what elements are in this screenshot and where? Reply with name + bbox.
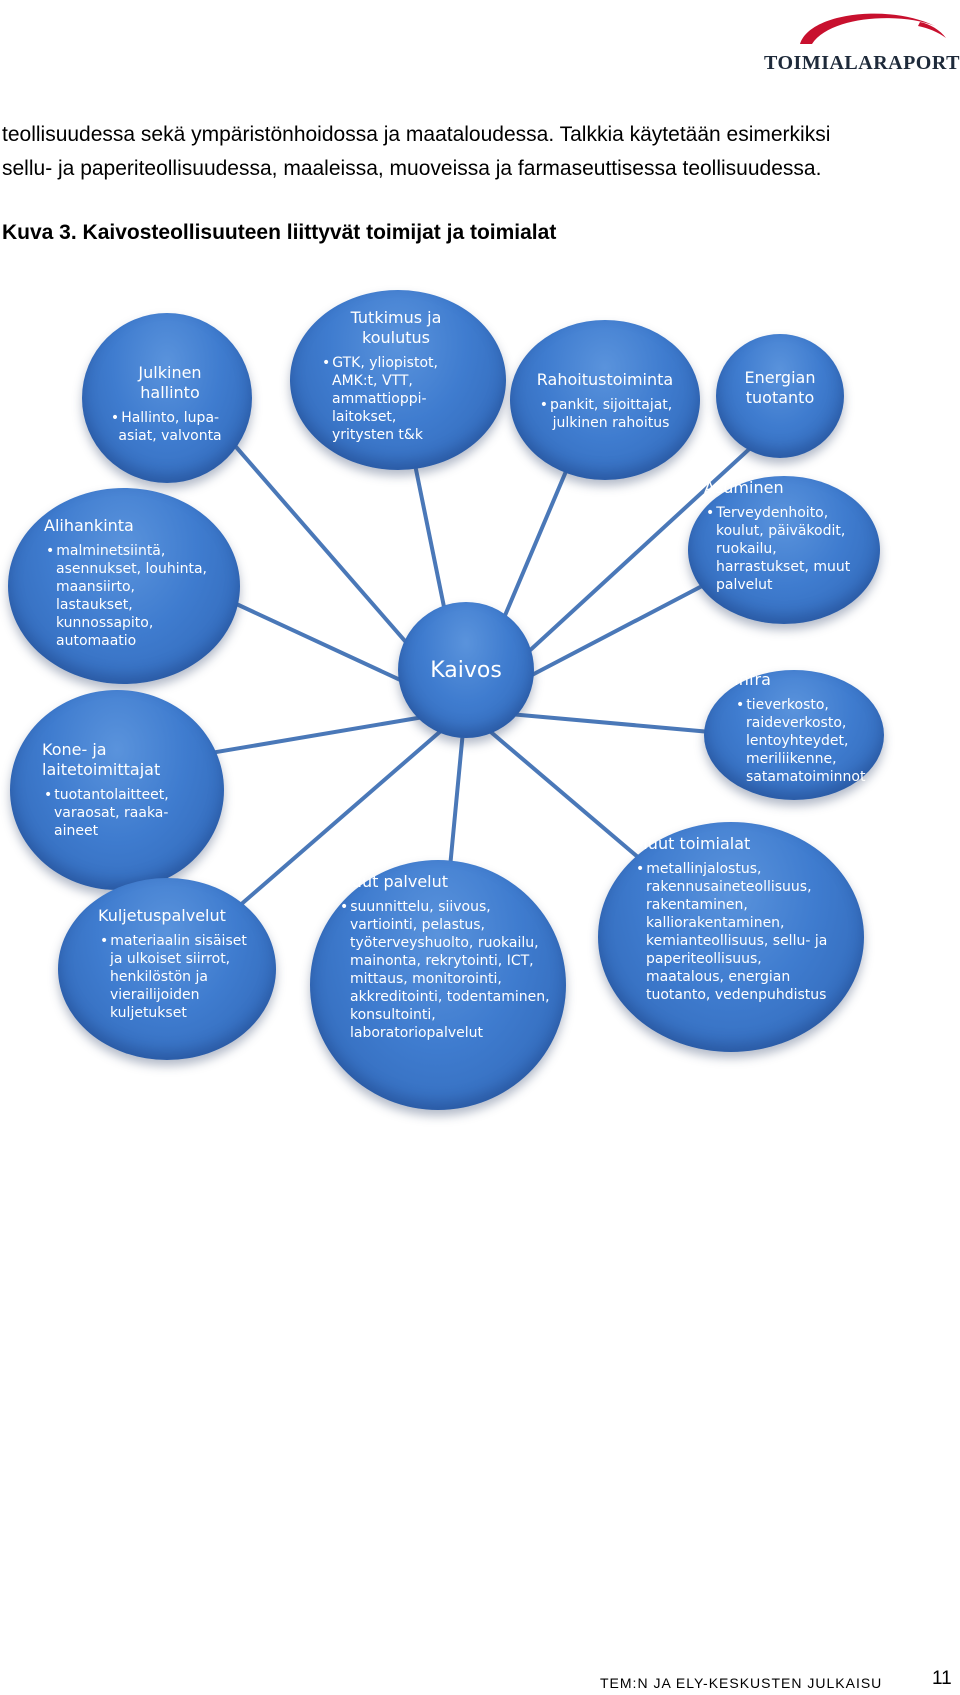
node-asuminen: Asuminen Terveydenhoito, koulut, päiväko…: [688, 476, 880, 624]
node-kone-laitetoimittajat: Kone- ja laitetoimittajat tuotantolaitte…: [10, 690, 224, 890]
node-rahoitustoiminta: Rahoitustoiminta pankit, sijoittajat, ju…: [510, 320, 700, 480]
center-node-kaivos: Kaivos: [398, 602, 534, 738]
toimialaraportit-logo: TOIMIALARAPORTIT: [760, 4, 960, 74]
node-heading: Energian tuotanto: [744, 368, 816, 407]
node-muut-palvelut: Muut palvelut suunnittelu, siivous, vart…: [310, 860, 566, 1110]
body-paragraph: teollisuudessa sekä ympäristönhoidossa j…: [2, 118, 942, 186]
node-heading: Muut toimialat: [634, 834, 751, 853]
mining-actors-diagram: Kaivos Julkinen hallinto Hallinto, lupa-…: [0, 290, 960, 1170]
node-heading: Asuminen: [704, 478, 784, 497]
node-kuljetuspalvelut: Kuljetuspalvelut materiaalin sisäiset ja…: [58, 878, 276, 1060]
paragraph-line: sellu- ja paperiteollisuudessa, maaleiss…: [2, 157, 822, 180]
node-heading: Julkinen hallinto: [138, 363, 202, 402]
node-item: pankit, sijoittajat, julkinen rahoitus: [534, 396, 676, 432]
node-energian-tuotanto: Energian tuotanto: [716, 334, 844, 458]
node-heading: Infra: [734, 670, 771, 689]
node-item: Hallinto, lupa-asiat, valvonta: [110, 409, 230, 445]
node-item: materiaalin sisäiset ja ulkoiset siirrot…: [98, 932, 260, 1022]
footer-publication: TEM:N JA ELY-KESKUSTEN JULKAISU: [600, 1675, 883, 1691]
node-heading: Kone- ja laitetoimittajat: [42, 740, 161, 779]
node-infra: Infra tieverkosto, raideverkosto, lentoy…: [704, 670, 884, 800]
node-item: suunnittelu, siivous, vartiointi, pelast…: [338, 898, 560, 1042]
node-item: tuotantolaitteet, varaosat, raaka-aineet: [42, 786, 184, 840]
paragraph-line: teollisuudessa sekä ympäristönhoidossa j…: [2, 123, 831, 146]
center-label: Kaivos: [430, 657, 502, 683]
node-heading: Kuljetuspalvelut: [98, 906, 226, 925]
node-item: metallinjalostus, rakennusaineteollisuus…: [634, 860, 842, 1004]
logo-text: TOIMIALARAPORTIT: [764, 52, 960, 74]
node-item: Terveydenhoito, koulut, päiväkodit, ruok…: [704, 504, 866, 594]
node-heading: Muut palvelut: [338, 872, 449, 891]
node-alihankinta: Alihankinta malminetsiintä, asennukset, …: [8, 488, 240, 684]
node-heading: Rahoitustoiminta: [536, 370, 674, 389]
node-tutkimus-koulutus: Tutkimus ja koulutus GTK, yliopistot, AM…: [290, 290, 506, 470]
node-item: tieverkosto, raideverkosto, lentoyhteyde…: [734, 696, 878, 786]
node-item: malminetsiintä, asennukset, louhinta, ma…: [44, 542, 212, 650]
node-heading: Alihankinta: [44, 516, 134, 535]
connector-kuljetus: [198, 708, 467, 942]
node-item: GTK, yliopistot, AMK:t, VTT, ammattioppi…: [320, 354, 462, 444]
node-julkinen-hallinto: Julkinen hallinto Hallinto, lupa-asiat, …: [82, 313, 252, 483]
page-number: 11: [932, 1668, 952, 1689]
node-heading: Tutkimus ja koulutus: [350, 308, 442, 347]
figure-title: Kuva 3. Kaivosteollisuuteen liittyvät to…: [2, 221, 557, 244]
logo-swoosh-icon: [800, 13, 946, 44]
node-muut-toimialat: Muut toimialat metallinjalostus, rakennu…: [598, 822, 864, 1052]
